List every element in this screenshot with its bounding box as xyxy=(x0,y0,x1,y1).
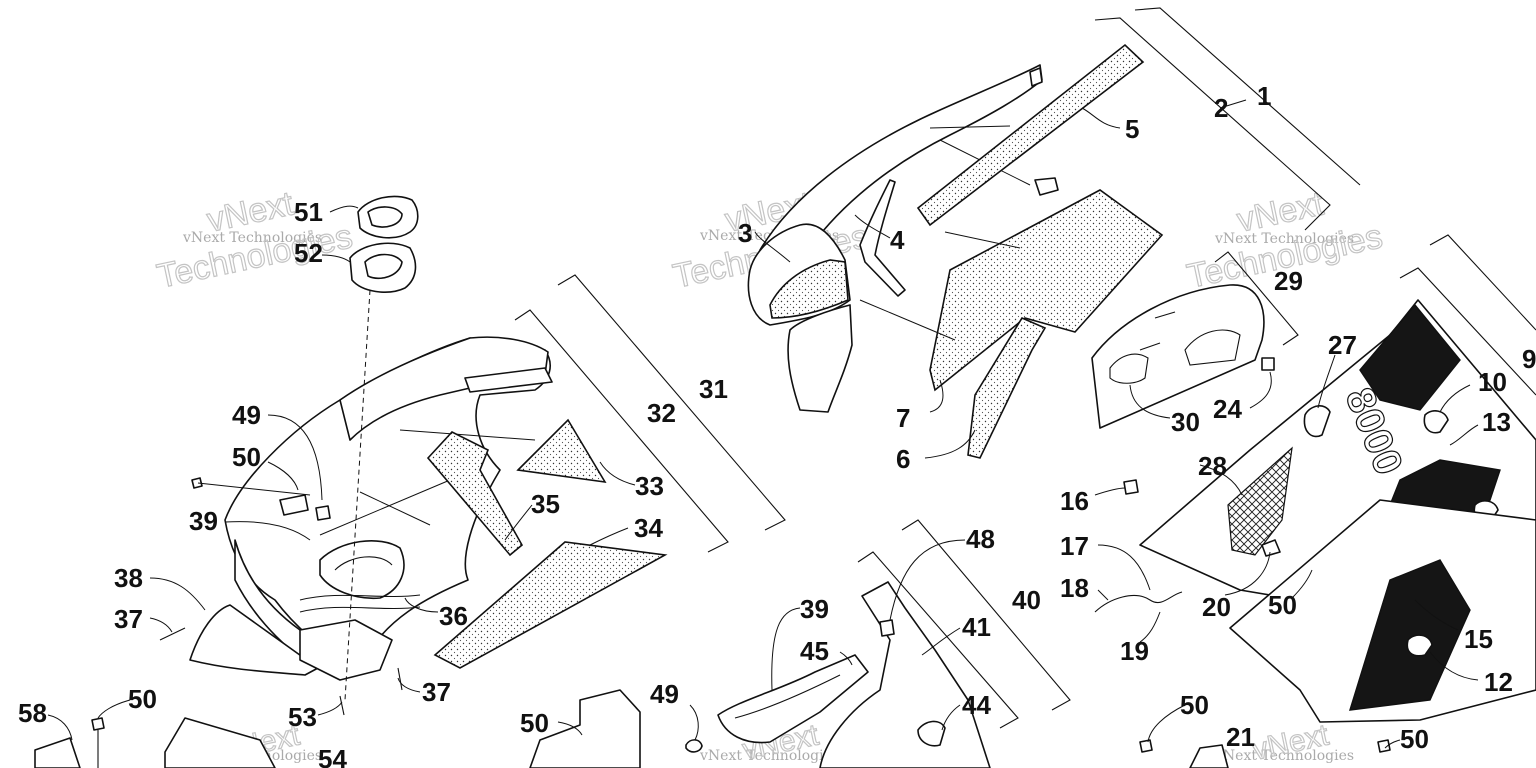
foam-triangle-33 xyxy=(516,418,607,484)
watermark-text: vNext Technologies xyxy=(699,748,839,764)
watermark-text: vNext Technologies xyxy=(1214,231,1354,247)
callout-38: 38 xyxy=(114,563,143,593)
callout-51: 51 xyxy=(294,197,323,227)
callout-50: 50 xyxy=(128,684,157,714)
foam-pad-6 xyxy=(967,316,1047,459)
callout-39: 39 xyxy=(800,594,829,624)
wire-17-18 xyxy=(1094,591,1183,613)
watermark-text: vNext Technologies xyxy=(182,230,322,246)
callout-44: 44 xyxy=(962,690,991,720)
callout-50: 50 xyxy=(520,708,549,738)
callout-12: 12 xyxy=(1484,667,1513,697)
callout-29: 29 xyxy=(1274,266,1303,296)
panel-49-bottom xyxy=(529,689,641,768)
callout-13: 13 xyxy=(1482,407,1511,437)
callout-32: 32 xyxy=(647,398,676,428)
callout-41: 41 xyxy=(962,612,991,642)
callout-50: 50 xyxy=(1400,724,1429,754)
callout-30: 30 xyxy=(1171,407,1200,437)
leader-lines xyxy=(47,99,1479,749)
bolt-50-left xyxy=(191,477,203,489)
foam-wedge-34 xyxy=(433,541,668,669)
watermark-group-left: vNext Technologies vNext Technologies xyxy=(153,184,356,297)
side-panel-29 xyxy=(1091,284,1275,429)
callout-50: 50 xyxy=(1180,690,1209,720)
callout-49: 49 xyxy=(232,400,261,430)
watermark-text: vNext Technologies xyxy=(1214,748,1354,764)
callout-35: 35 xyxy=(531,489,560,519)
callout-45: 45 xyxy=(800,636,829,666)
callout-37: 37 xyxy=(422,677,451,707)
callout-18: 18 xyxy=(1060,573,1089,603)
panel-54 xyxy=(164,717,276,768)
callout-40: 40 xyxy=(1012,585,1041,615)
callout-50: 50 xyxy=(1268,590,1297,620)
bolt-50-bottom-left xyxy=(91,717,105,731)
foam-pad-right xyxy=(929,189,1164,392)
handle-inner xyxy=(734,674,841,719)
lower-side-panel xyxy=(1229,499,1536,723)
fastener-20 xyxy=(1261,539,1281,557)
callout-5: 5 xyxy=(1125,114,1139,144)
callout-3: 3 xyxy=(738,218,752,248)
callout-6: 6 xyxy=(896,444,910,474)
callout-39: 39 xyxy=(189,506,218,536)
callout-36: 36 xyxy=(439,601,468,631)
panel-21 xyxy=(1189,744,1229,768)
mesh-vent-28 xyxy=(1227,446,1293,556)
foam-44 xyxy=(917,720,946,747)
callout-7: 7 xyxy=(896,403,910,433)
callout-16: 16 xyxy=(1060,486,1089,516)
clip-16 xyxy=(1123,479,1139,495)
callouts: 1 2 3 4 5 6 7 9 10 12 13 15 16 17 18 19 … xyxy=(18,81,1536,768)
callout-34: 34 xyxy=(634,513,663,543)
callout-33: 33 xyxy=(635,471,664,501)
bolt-50-bottom-far-right xyxy=(1377,739,1391,753)
callout-52: 52 xyxy=(294,238,323,268)
fastener-49-left xyxy=(315,505,331,521)
callout-15: 15 xyxy=(1464,624,1493,654)
callout-31: 31 xyxy=(699,374,728,404)
callout-37: 37 xyxy=(114,604,143,634)
panel-58 xyxy=(34,737,81,768)
callout-48: 48 xyxy=(966,524,995,554)
callout-28: 28 xyxy=(1198,451,1227,481)
callout-4: 4 xyxy=(890,225,905,255)
callout-19: 19 xyxy=(1120,636,1149,666)
gaskets-51-52 xyxy=(344,195,419,701)
callout-21: 21 xyxy=(1226,722,1255,752)
clip-48 xyxy=(879,619,895,637)
callout-20: 20 xyxy=(1202,592,1231,622)
callout-9: 9 xyxy=(1522,344,1536,374)
callout-58: 58 xyxy=(18,698,47,728)
callout-54: 54 xyxy=(318,744,347,768)
callout-50: 50 xyxy=(232,442,261,472)
belly-pan-31 xyxy=(189,336,553,681)
bolt-50-bottom-right xyxy=(1139,739,1153,753)
callout-17: 17 xyxy=(1060,531,1089,561)
callout-24: 24 xyxy=(1213,394,1242,424)
callout-49: 49 xyxy=(650,679,679,709)
callout-27: 27 xyxy=(1328,330,1357,360)
panel-41 xyxy=(819,581,991,768)
callout-10: 10 xyxy=(1478,367,1507,397)
callout-1: 1 xyxy=(1257,81,1271,111)
callout-2: 2 xyxy=(1214,93,1228,123)
assembly-brackets xyxy=(514,7,1536,729)
foam-block-35 xyxy=(426,431,524,557)
callout-53: 53 xyxy=(288,702,317,732)
washer-49 xyxy=(685,739,703,753)
foam-strip-5 xyxy=(916,43,1145,227)
handle-45 xyxy=(717,654,869,744)
